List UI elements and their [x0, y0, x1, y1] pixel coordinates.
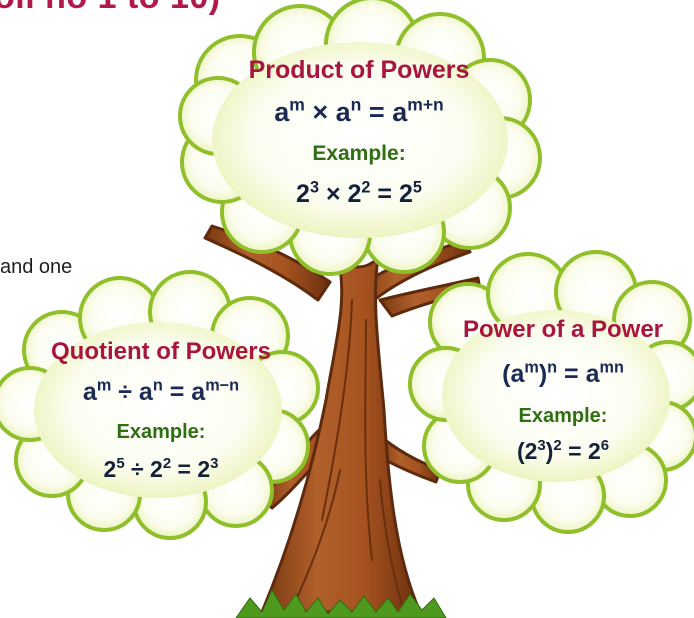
product-example: 23 × 22 = 25 — [296, 178, 422, 208]
quotient-of-powers-card: Quotient of Powers am ÷ an = am−n Exampl… — [26, 338, 296, 483]
grass — [235, 588, 447, 618]
quotient-example: 25 ÷ 22 = 23 — [103, 455, 219, 482]
power-example-label: Example: — [518, 405, 608, 427]
bark-lines — [295, 299, 403, 606]
quotient-title: Quotient of Powers — [50, 338, 271, 365]
side-text-fragment: and one — [0, 256, 73, 278]
product-of-powers-card: Product of Powers am × an = am+n Example… — [214, 56, 504, 209]
power-example: (23)2 = 26 — [516, 437, 610, 464]
product-formula: am × an = am+n — [274, 94, 444, 127]
product-title: Product of Powers — [248, 56, 470, 84]
power-formula: (am)n = amn — [502, 358, 624, 388]
tree-trunk — [259, 253, 423, 614]
page-title-fragment: oll no 1 to 10) — [0, 0, 221, 17]
power-title: Power of a Power — [462, 316, 664, 343]
power-of-a-power-card: Power of a Power (am)n = amn Example: (2… — [432, 316, 694, 465]
quotient-formula: am ÷ an = am−n — [82, 376, 240, 406]
quotient-example-label: Example: — [116, 421, 206, 443]
product-example-label: Example: — [312, 142, 406, 165]
